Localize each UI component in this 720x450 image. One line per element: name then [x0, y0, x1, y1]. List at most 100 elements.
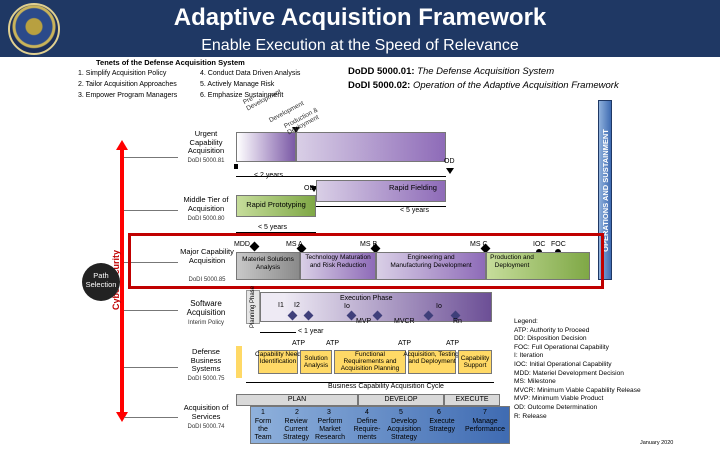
sw-duration-line — [260, 332, 296, 333]
dbs-phase-label: Capability Support — [460, 355, 490, 369]
middle-pathway-name: Middle Tier of Acquisition — [183, 195, 229, 213]
branch-line — [124, 210, 178, 211]
services-step-number: 5 — [399, 409, 403, 416]
path-selection-circle — [82, 263, 120, 301]
services-step-label: Perform Market Research — [315, 418, 345, 441]
services-step-number: 1 — [261, 409, 265, 416]
path-selection-label: Path Selection — [85, 271, 117, 289]
sw-rn: Rn — [453, 318, 462, 325]
ioc-label: IOC — [533, 241, 546, 248]
rapid-prototyping-duration-line — [236, 232, 316, 233]
branch-line — [124, 157, 178, 158]
dbs-phase-box — [300, 350, 332, 374]
legend-item: MVCR: Minimum Viable Capability Release — [514, 386, 641, 394]
services-step-label: Execute Strategy — [428, 418, 456, 433]
tmrr-phase-bar — [300, 252, 376, 280]
urgent-dev-bar — [236, 132, 296, 162]
policy-dodd: DoDD 5000.01: The Defense Acquisition Sy… — [348, 66, 554, 77]
services-step-label: Develop Acquisition Strategy — [387, 418, 421, 441]
date-label: January 2020 — [640, 440, 674, 446]
major-pathway-ref: DoDI 5000.85 — [188, 277, 226, 283]
services-step-label: Manage Performance — [464, 418, 506, 433]
dbs-phase-box — [258, 350, 298, 374]
sw-mvcr: MVCR — [394, 318, 415, 325]
legend-item: MVP: Minimum Viable Product — [514, 395, 604, 403]
sw-mvp: MVP — [356, 318, 372, 325]
dbs-pathway-ref: DoDI 5000.75 — [187, 376, 225, 382]
services-step-number: 7 — [483, 409, 487, 416]
services-pathway-name: Acquisition of Services — [183, 403, 229, 421]
dbs-phase-label: Capability Need Identification — [255, 351, 301, 365]
planning-phase-label: Planning Phase — [250, 285, 257, 329]
legend-item: MS: Milestone — [514, 378, 556, 386]
execution-phase-label: Execution Phase — [340, 295, 393, 302]
middle-od-marker-icon — [310, 186, 318, 192]
emd-phase-label: Engineering and Manufacturing Developmen… — [390, 254, 472, 269]
tenet-item: 3. Empower Program Managers — [78, 92, 178, 99]
policy-dodi-text: Operation of the Adaptive Acquisition Fr… — [410, 80, 619, 91]
dbs-atp-1: ATP — [292, 340, 306, 347]
legend-item: ATP: Authority to Proceed — [514, 326, 590, 334]
tmrr-phase-label: Technology Maturation and Risk Reduction — [305, 254, 371, 269]
tenet-item: 5. Actively Manage Risk — [200, 81, 275, 88]
pd-phase-label: Production and Deployment — [490, 254, 534, 269]
mdd-label: MDD — [234, 241, 250, 248]
dbs-cycle-line — [246, 382, 494, 383]
urgent-duration: < 2 years — [254, 172, 283, 180]
dbs-atp-4: ATP — [446, 340, 460, 347]
policy-dodi-ref: DoDI 5000.02: — [348, 80, 411, 91]
cybersecurity-bar — [120, 150, 124, 412]
urgent-od-bar — [296, 132, 446, 162]
rapid-fielding-duration: < 5 years — [400, 207, 429, 214]
major-pathway-name: Major Capability Acquisition — [180, 247, 234, 265]
middle-pathway-ref: DoDI 5000.80 — [187, 216, 225, 222]
rapid-fielding-duration-line — [316, 206, 446, 207]
software-pathway-ref: Interim Policy — [187, 320, 224, 326]
legend-item: MDD: Materiel Development Decision — [514, 369, 624, 377]
legend-item: OD: Outcome Determination — [514, 403, 598, 411]
legend-item: DD: Disposition Decision — [514, 335, 587, 343]
services-step-number: 3 — [327, 409, 331, 416]
legend-heading: Legend: — [514, 318, 538, 325]
services-steps-bar — [250, 406, 510, 444]
urgent-od-label: OD — [444, 158, 455, 165]
policy-dodd-ref: DoDD 5000.01: — [348, 66, 415, 77]
services-execute-label: EXECUTE — [455, 396, 489, 403]
emd-phase-bar — [376, 252, 486, 280]
dbs-phase-box — [408, 350, 456, 374]
urgent-od-marker-icon — [446, 168, 454, 174]
urgent-pathway-name: Urgent Capability Acquisition — [187, 129, 225, 155]
urgent-pathway-ref: DoDI 5000.81 — [187, 158, 225, 164]
rapid-prototyping-bar — [236, 195, 316, 217]
services-step-label: Form the Team — [254, 418, 272, 441]
dbs-atp-2: ATP — [326, 340, 340, 347]
services-pathway-ref: DoDI 5000.74 — [187, 424, 225, 430]
services-step-number: 2 — [295, 409, 299, 416]
rapid-fielding-label: Rapid Fielding — [389, 183, 437, 192]
foc-label: FOC — [551, 241, 566, 248]
services-step-number: 6 — [437, 409, 441, 416]
rapid-prototyping-label: Rapid Prototyping — [246, 200, 306, 209]
policy-dodi: DoDI 5000.02: Operation of the Adaptive … — [348, 80, 619, 91]
policy-dodd-text: The Defense Acquisition System — [414, 66, 555, 77]
legend-item: FOC: Full Operational Capability — [514, 343, 609, 351]
legend-item: I: Iteration — [514, 352, 544, 360]
services-execute-bar — [444, 394, 500, 406]
tenet-item: 6. Emphasize Sustainment — [200, 92, 284, 99]
urgent-dd-marker-icon — [292, 127, 300, 133]
dbs-phase-box — [334, 350, 406, 374]
services-plan-label: PLAN — [287, 396, 307, 403]
header-banner — [0, 0, 720, 57]
dbs-phase-box — [458, 350, 492, 374]
legend: Legend: ATP: Authority to Proceed DD: Di… — [514, 318, 641, 421]
msa-phase-label: Materiel Solutions Analysis — [242, 256, 294, 271]
sw-io-b: Io — [436, 303, 442, 310]
cyber-arrow-bottom-icon — [116, 412, 128, 422]
services-develop-label: DEVELOP — [384, 396, 418, 403]
rapid-prototyping-duration: < 5 years — [258, 224, 287, 231]
sw-i1: I1 — [278, 302, 284, 309]
branch-line — [124, 310, 178, 311]
branch-line — [124, 417, 178, 418]
branch-line — [124, 262, 178, 263]
sw-io-a: Io — [344, 303, 350, 310]
